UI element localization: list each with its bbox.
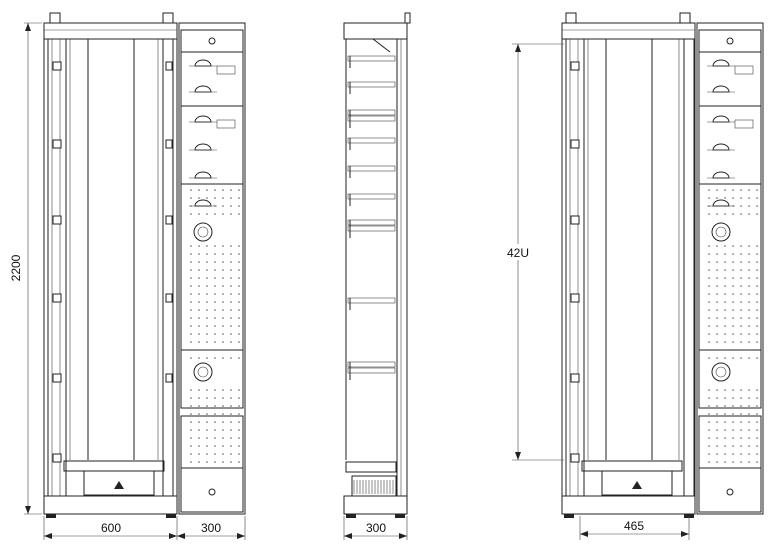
lifting-eye-right [162, 12, 174, 24]
dimension-height: 2200 [9, 22, 42, 515]
cable-entry-box [83, 470, 155, 496]
splice-block-1 [180, 51, 244, 107]
rack-frame [43, 22, 178, 497]
dimension-units: 42U [504, 43, 564, 461]
patch-block-4 [180, 349, 244, 409]
patch-block-5 [180, 415, 244, 469]
rail-clips [52, 61, 173, 463]
side-top-cap [343, 22, 408, 40]
dimension-right-width: 465 [579, 516, 690, 540]
right-mounting-rail [162, 38, 174, 497]
right-side-splice-panel [696, 22, 764, 515]
splice-cassette-icon [194, 171, 212, 179]
foot-right [166, 514, 176, 518]
right-warning-triangle-icon [632, 481, 642, 489]
side-view [343, 12, 411, 518]
side-cable-bundle [351, 475, 397, 497]
side-plinth [343, 495, 408, 515]
splice-cassette-icon [712, 59, 730, 67]
splice-cassette-icon [194, 59, 212, 67]
units-label: 42U [507, 246, 529, 260]
splice-cassette-icon [194, 115, 212, 123]
rack-top-cap [43, 22, 178, 40]
front-side-width-label: 300 [201, 521, 221, 535]
splice-cassette-icon [194, 85, 212, 93]
panel-header [180, 29, 244, 53]
adapter-icon [193, 222, 213, 242]
warning-triangle-icon [114, 481, 124, 489]
right-width-label: 465 [624, 519, 644, 533]
front-view [43, 12, 246, 518]
front-width-label: 600 [101, 521, 121, 535]
lifting-eye-left [49, 12, 61, 24]
splice-cassette-icon [194, 143, 212, 151]
splice-block-2 [180, 105, 244, 185]
left-mounting-rail [47, 38, 67, 497]
adapter-icon [711, 362, 731, 382]
side-shelves [347, 55, 396, 380]
side-bottom-tray [345, 461, 397, 473]
rack-plinth [43, 495, 178, 515]
dimension-side-depth: 300 [343, 516, 408, 540]
patch-block-3 [180, 183, 244, 351]
adapter-icon [711, 222, 731, 242]
side-lifting-eye [404, 12, 411, 24]
splice-cassette-icon [712, 143, 730, 151]
height-label: 2200 [9, 254, 23, 281]
right-view [561, 12, 764, 518]
side-depth-label: 300 [366, 521, 386, 535]
splice-cassette-icon [712, 115, 730, 123]
dimension-front-widths: 600 300 [43, 516, 246, 540]
adapter-icon [193, 362, 213, 382]
bottom-cable-tray [63, 460, 165, 472]
panel-base [180, 467, 244, 513]
splice-cassette-icon [712, 171, 730, 179]
splice-cassette-icon [712, 199, 730, 207]
side-splice-panel [178, 22, 246, 515]
right-rack-frame [561, 22, 696, 497]
side-upright [396, 38, 408, 497]
splice-cassette-icon [712, 85, 730, 93]
foot-left [46, 514, 56, 518]
splice-cassette-icon [194, 199, 212, 207]
